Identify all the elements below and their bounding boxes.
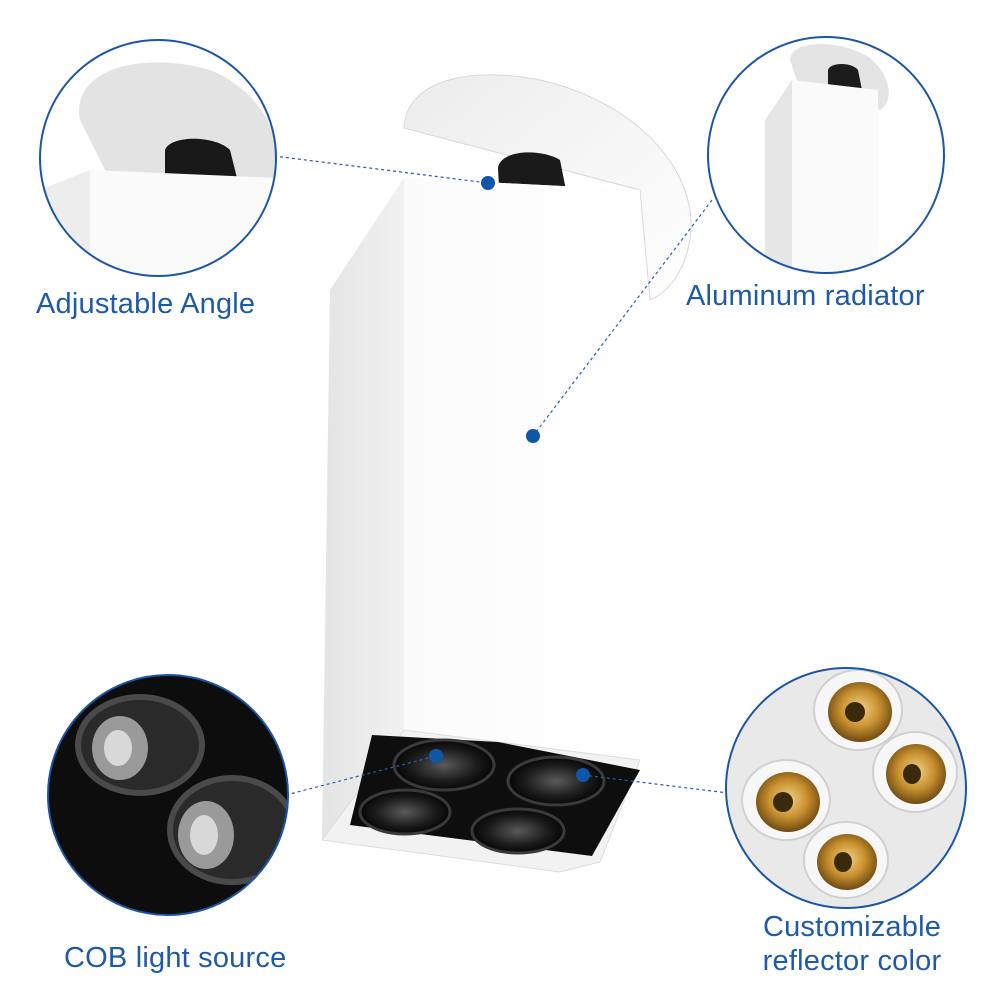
label-adjustable-angle: Adjustable Angle: [36, 288, 256, 320]
adjustable-disc: [403, 74, 692, 301]
label-aluminum-radiator: Aluminum radiator: [686, 280, 925, 312]
lens-2: [506, 755, 606, 807]
lens-4: [470, 807, 566, 855]
light-fixture: [321, 74, 692, 873]
label-cob-light-source: COB light source: [64, 942, 287, 974]
dot-cob: [429, 749, 443, 763]
label-customizable-reflector-color: Customizable reflector color: [752, 910, 952, 978]
gold-reflector-1: [813, 669, 903, 751]
dot-adjustable: [481, 176, 495, 190]
gold-reflector-3: [741, 759, 831, 841]
housing-front: [404, 178, 640, 760]
housing-side: [322, 178, 404, 840]
zoom-adjustable-angle: [39, 39, 277, 277]
leader-reflector: [582, 774, 729, 794]
leader-aluminum: [532, 199, 713, 437]
zoom-aluminum-radiator: [707, 36, 945, 274]
gold-reflector-2: [872, 731, 958, 813]
gold-reflector-4: [803, 821, 889, 899]
dot-aluminum: [526, 429, 540, 443]
callout-dots: [429, 176, 590, 782]
label-customizable-line2: reflector color: [762, 945, 942, 977]
lens-3: [358, 788, 452, 836]
leader-adjustable: [273, 155, 489, 184]
zoom-reflector-color: [725, 667, 967, 909]
zoom-cob-light-source: [47, 674, 289, 916]
label-customizable-line1: Customizable: [762, 911, 942, 943]
lens-array: [358, 738, 606, 855]
dot-reflector: [576, 768, 590, 782]
callout-leaders: [273, 155, 729, 796]
lens-1: [392, 738, 496, 792]
leader-cob: [285, 755, 437, 796]
